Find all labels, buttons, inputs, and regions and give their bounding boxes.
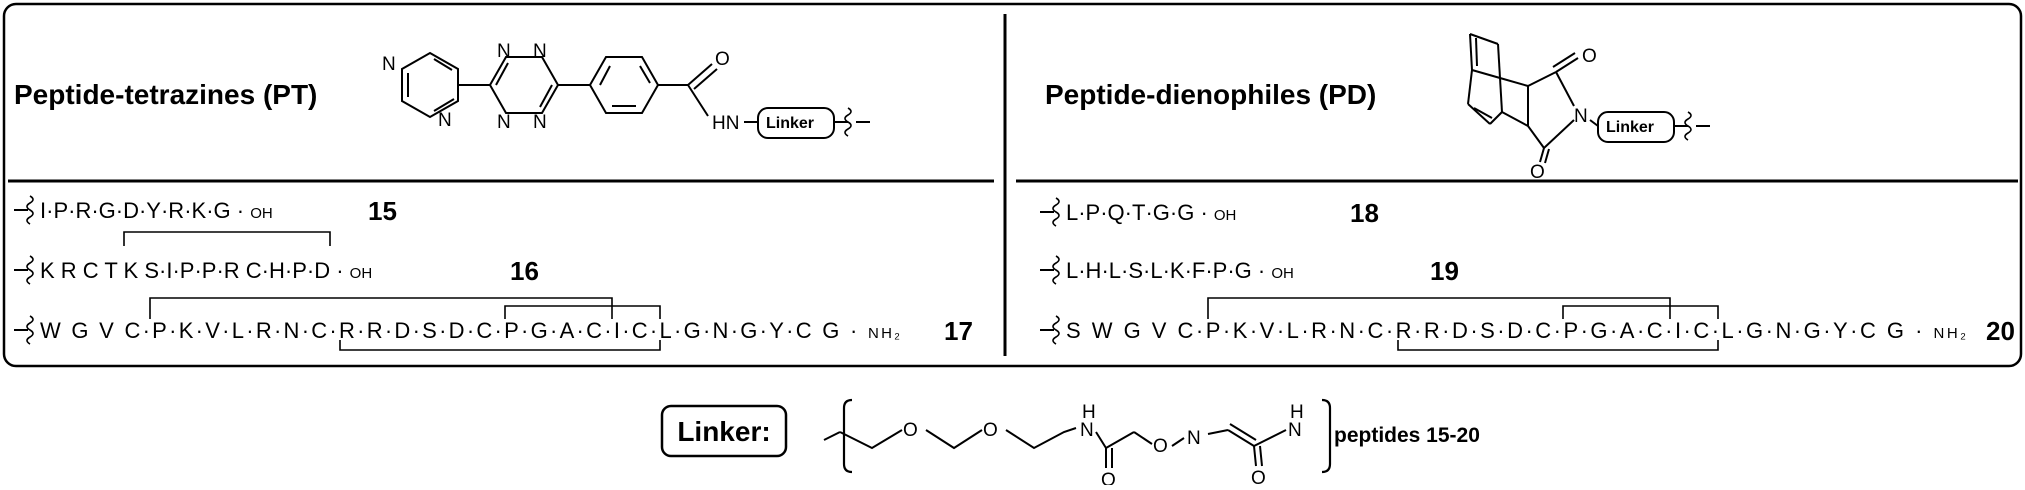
svg-text:N: N — [1288, 420, 1302, 441]
peptide-17-sequence: W G V C·P·K·V·L·R·N·C·R·R·D·S·D·C·P·G·A·… — [40, 318, 900, 343]
right-panel-title: Peptide-dienophiles (PD) — [1045, 79, 1376, 110]
svg-text:H: H — [1290, 402, 1304, 423]
peptide-20-row: S W G V C·P·K·V·L·R·N·C·R·R·D·S·D·C·P·G·… — [1040, 297, 2015, 351]
peptide-18-row: L·P·Q·T·G·G · OH 18 — [1040, 197, 1379, 228]
svg-text:O: O — [1582, 46, 1597, 67]
outer-frame — [2, 2, 2023, 368]
peptide-16-row: K R C T K S·I·P·P·R C·H·P·D · OH 16 — [14, 231, 539, 286]
peptide-19-row: L·H·L·S·L·K·F·P·G · OH 19 — [1040, 255, 1459, 286]
svg-text:N: N — [533, 112, 547, 133]
peptide-17-disulfide-a — [149, 297, 613, 319]
peptide-16-disulfide — [123, 231, 331, 246]
peptide-16-sequence: K R C T K S·I·P·P·R C·H·P·D · OH — [40, 258, 372, 283]
peptide-20-disulfide-c — [1397, 340, 1719, 351]
svg-text:N: N — [533, 41, 547, 62]
svg-text:O: O — [1101, 470, 1116, 485]
linker-structure — [823, 398, 1332, 474]
svg-text:N: N — [438, 110, 452, 131]
peptide-17-label: 17 — [944, 316, 973, 346]
peptide-18-sequence: L·P·Q·T·G·G · OH — [1066, 200, 1236, 225]
svg-text:O: O — [715, 49, 730, 70]
linker-box-label: Linker — [766, 115, 814, 132]
svg-text:O: O — [1251, 468, 1266, 485]
peptide-20-label: 20 — [1986, 316, 2015, 346]
svg-text:N: N — [1187, 428, 1201, 449]
svg-text:HN: HN — [712, 113, 739, 134]
svg-text:N: N — [497, 112, 511, 133]
linker-suffix: peptides 15-20 — [1334, 424, 1480, 447]
linker-label-box — [660, 404, 788, 458]
svg-text:N: N — [382, 54, 396, 75]
dienophile-atom-labels: O N O Linker — [1530, 46, 1654, 183]
tetrazine-structure — [401, 51, 870, 139]
svg-text:O: O — [903, 420, 918, 441]
peptide-15-sequence: I·P·R·G·D·Y·R·K·G · OH — [40, 198, 273, 223]
dienophile-structure — [1467, 33, 1710, 164]
linker-box-label-2: Linker — [1606, 119, 1654, 136]
peptide-17-row: W G V C·P·K·V·L·R·N·C·R·R·D·S·D·C·P·G·A·… — [14, 297, 973, 351]
svg-text:N: N — [1080, 420, 1094, 441]
peptide-20-disulfide-b — [1562, 305, 1719, 319]
peptide-16-label: 16 — [510, 256, 539, 286]
svg-text:N: N — [497, 41, 511, 62]
peptide-20-sequence: S W G V C·P·K·V·L·R·N·C·R·R·D·S·D·C·P·G·… — [1066, 318, 1966, 343]
left-panel-title: Peptide-tetrazines (PT) — [14, 79, 317, 110]
svg-text:O: O — [983, 420, 998, 441]
peptide-18-label: 18 — [1350, 198, 1379, 228]
peptide-19-label: 19 — [1430, 256, 1459, 286]
peptide-15-row: I·P·R·G·D·Y·R·K·G · OH 15 — [14, 195, 397, 226]
tetrazine-atom-labels: N N N N N N O HN Linker — [382, 41, 814, 134]
linker-label: Linker: — [677, 416, 770, 447]
peptide-20-disulfide-a — [1207, 297, 1671, 319]
peptide-19-sequence: L·H·L·S·L·K·F·P·G · OH — [1066, 258, 1294, 283]
svg-text:N: N — [1574, 106, 1588, 127]
peptide-17-disulfide-c — [339, 340, 661, 351]
peptide-15-label: 15 — [368, 196, 397, 226]
svg-text:O: O — [1153, 436, 1168, 457]
peptide-17-disulfide-b — [504, 305, 661, 319]
svg-text:O: O — [1530, 162, 1545, 183]
svg-text:H: H — [1082, 402, 1096, 423]
